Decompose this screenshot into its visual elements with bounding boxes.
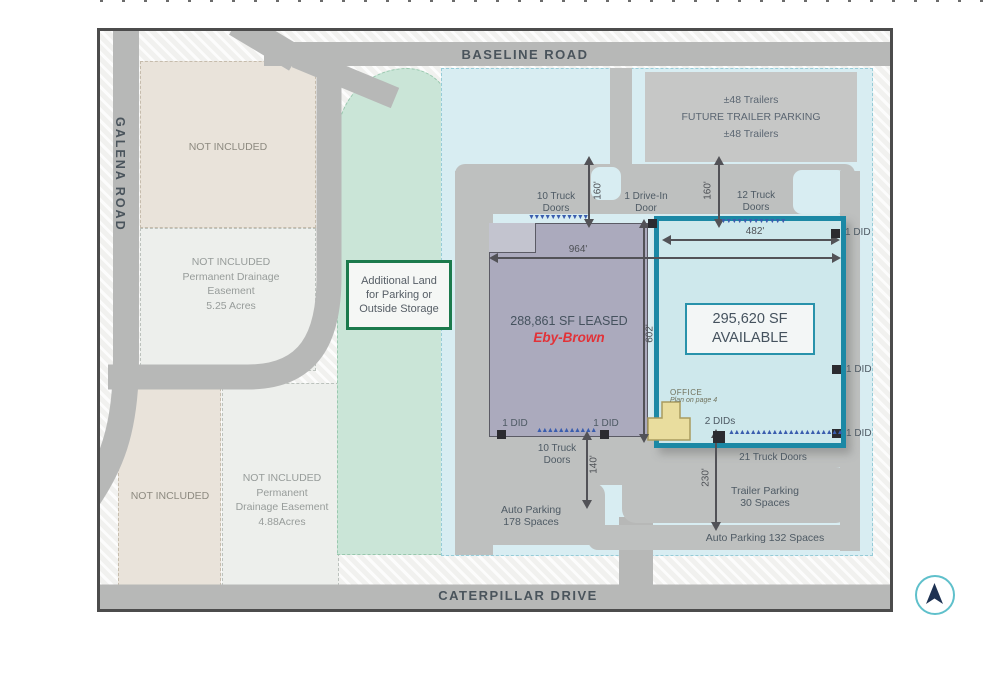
truck-doors-icon-bottom-right: ▲▲▲▲▲▲▲▲▲▲▲▲▲▲▲▲▲▲▲▲▲ <box>728 429 844 436</box>
cropped-text-marks <box>100 0 998 2</box>
dids2-label: 2 DIDs <box>704 416 736 427</box>
dim-label-160-left: 160' <box>592 181 604 200</box>
did-label-right-top: 1 DID <box>845 227 871 238</box>
island-cutout <box>793 170 846 214</box>
site-plan-map: ±48 Trailers FUTURE TRAILER PARKING ±48 … <box>97 28 893 612</box>
available-sf: 295,620 SF <box>712 311 788 328</box>
auto-parking-178-area <box>455 483 605 545</box>
drive-in-door-marker <box>648 219 657 228</box>
available-label: AVAILABLE <box>711 330 789 346</box>
did-marker <box>832 429 841 438</box>
did-label-right-mid: 1 DID <box>846 364 872 375</box>
easement-525-label: NOT INCLUDED Permanent Drainage Easement… <box>182 256 280 313</box>
did-label-bottom-left: 1 DID <box>502 418 528 429</box>
truck-doors-icon-bottom-left: ▲▲▲▲▲▲▲▲▲▲▲ <box>536 427 597 434</box>
galena-road-label: GALENA ROAD <box>113 117 127 232</box>
not-included-top-label: NOT INCLUDED <box>188 141 268 153</box>
building-leased-notch <box>489 223 536 253</box>
future-trailer-count-top: ±48 Trailers <box>723 94 779 106</box>
future-trailer-parking-box: ±48 Trailers FUTURE TRAILER PARKING ±48 … <box>645 72 857 162</box>
did-marker <box>497 430 506 439</box>
dim-line-602 <box>639 219 649 443</box>
north-arrow-icon <box>915 575 955 615</box>
truck-doors-icon-top-left: ▼▼▼▼▼▼▼▼▼▼▼ <box>528 214 589 221</box>
drive-north-entrance <box>610 68 632 178</box>
dim-label-160-right: 160' <box>702 181 714 200</box>
dim-line-482 <box>662 235 840 245</box>
drive-north-court <box>455 164 855 214</box>
dim-line-160-right <box>714 156 724 228</box>
did-label-bottom-mid: 1 DID <box>593 418 619 429</box>
did-marker <box>600 430 609 439</box>
office-note: Plan on page 4 <box>670 397 718 404</box>
office-label: OFFICE <box>670 388 703 397</box>
dim-line-964 <box>489 253 841 263</box>
parcel-drainage-easement-525 <box>140 228 316 371</box>
future-trailer-count-bottom: ±48 Trailers <box>723 128 779 140</box>
truck-doors-icon-top-right: ▼▼▼▼▼▼▼▼▼▼▼▼ <box>720 218 787 225</box>
office-footprint <box>647 401 691 441</box>
parcel-not-included-top <box>140 61 316 228</box>
additional-land-box: Additional Land for Parking or Outside S… <box>346 260 452 330</box>
did-label-right-bottom: 1 DID <box>846 428 872 439</box>
caterpillar-drive-label: CATERPILLAR DRIVE <box>438 588 598 603</box>
easement-488-label: NOT INCLUDED Permanent Drainage Easement… <box>235 472 329 529</box>
additional-land-line1: Additional Land <box>361 274 437 287</box>
future-trailer-title: FUTURE TRAILER PARKING <box>681 111 821 123</box>
not-included-bottom-label: NOT INCLUDED <box>130 490 210 502</box>
road-loop <box>108 45 342 390</box>
island-cutout <box>591 167 621 200</box>
available-sf-box: 295,620 SF AVAILABLE <box>685 303 815 355</box>
drive-south-court-west <box>458 435 654 485</box>
trailer-parking-area <box>622 467 850 523</box>
dim-label-964: 964' <box>568 244 588 255</box>
dids2-marker <box>713 431 725 443</box>
tenant-logo: Eby-Brown <box>533 330 605 345</box>
auto-parking-132-label: Auto Parking 132 Spaces <box>705 532 825 544</box>
dim-line-140 <box>582 431 592 509</box>
doors-bottom-right-label: 21 Truck Doors <box>739 452 807 463</box>
did-marker <box>831 229 840 238</box>
dim-line-230 <box>711 429 721 531</box>
dim-line-160-left <box>584 156 594 228</box>
additional-land-line3: Outside Storage <box>359 303 439 316</box>
leased-sf: 288,861 SF LEASED <box>510 314 628 328</box>
did-marker <box>832 365 841 374</box>
baseline-road-label: BASELINE ROAD <box>461 47 589 62</box>
leased-building-label: 288,861 SF LEASED Eby-Brown <box>498 314 640 345</box>
road-network <box>100 31 890 609</box>
auto-parking-132-area <box>588 525 854 550</box>
dim-label-482: 482' <box>745 226 765 237</box>
dim-label-602: 602' <box>644 324 656 343</box>
road-galena <box>100 31 139 505</box>
additional-land-line2: for Parking or <box>365 288 433 301</box>
